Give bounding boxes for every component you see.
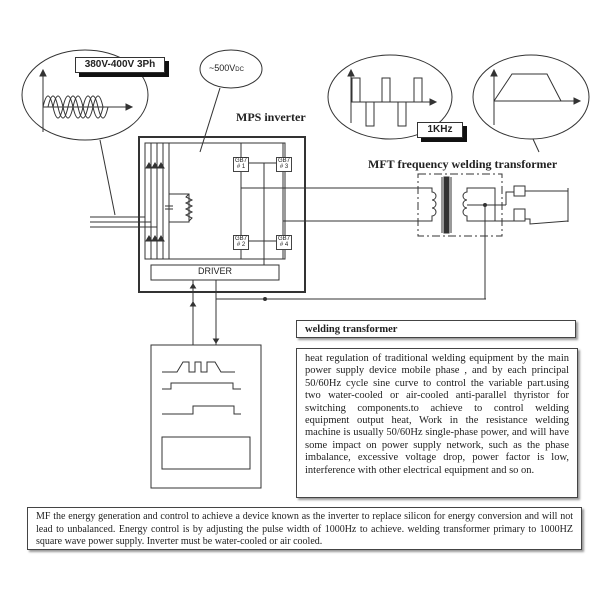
driver-label: DRIVER xyxy=(197,266,232,276)
three-phase-waveform-bubble xyxy=(21,49,149,216)
inverter-title: MPS inverter xyxy=(236,110,306,124)
current-profile-bubble xyxy=(472,54,590,153)
dc-voltage-bubble xyxy=(199,49,263,153)
igbt-1: GB7# 1 xyxy=(233,157,249,172)
square-wave-bubble xyxy=(327,54,453,140)
igbt-2: GB7# 2 xyxy=(233,235,249,250)
transformer-title: MFT frequency welding transformer xyxy=(368,157,558,171)
supply-voltage-label: 380V-400V 3Ph xyxy=(75,57,165,73)
dc-voltage-label: ~500VDC xyxy=(209,63,244,73)
igbt-4: GB7# 4 xyxy=(276,235,292,250)
panel-heading: welding transformer xyxy=(296,320,576,338)
controller-box xyxy=(150,344,262,489)
footer-note: MF the energy generation and control to … xyxy=(27,507,582,550)
panel-body: heat regulation of traditional welding e… xyxy=(296,348,578,498)
inverter-box xyxy=(90,136,486,345)
dc-voltage-value: ~500V xyxy=(209,63,236,73)
welding-transformer xyxy=(417,173,569,299)
igbt-3: GB7# 3 xyxy=(276,157,292,172)
dc-subscript: DC xyxy=(235,67,244,73)
frequency-label: 1KHz xyxy=(417,122,463,138)
